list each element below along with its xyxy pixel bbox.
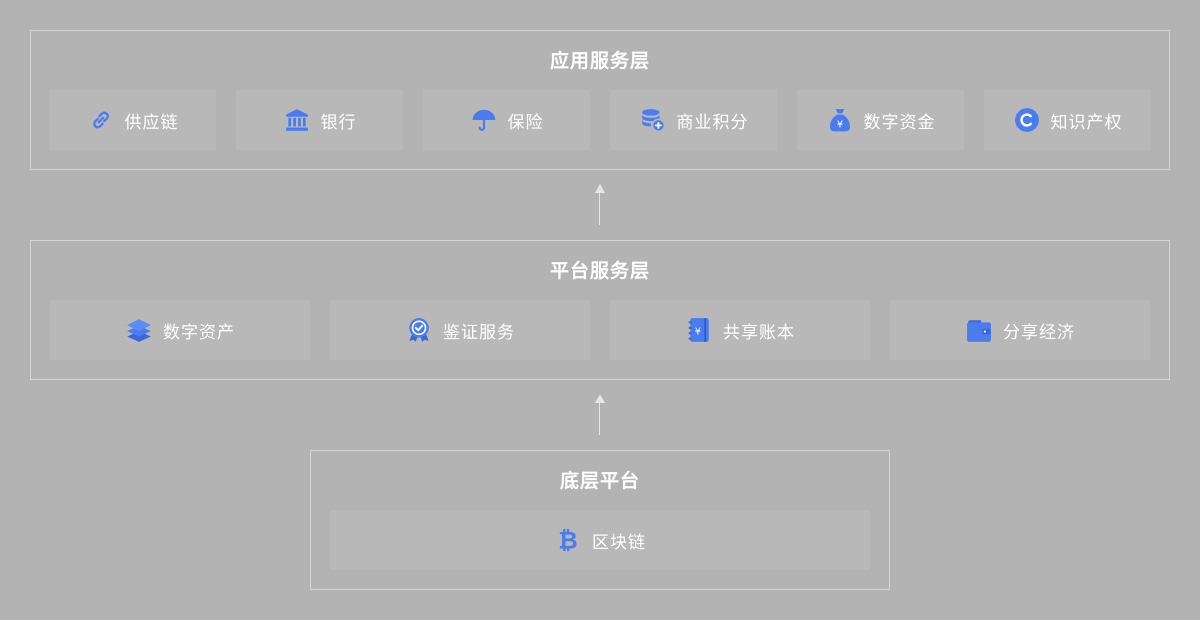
layer-title: 平台服务层 [549, 260, 650, 282]
bitcoin-icon: ₿ [554, 526, 582, 554]
base-layer: 底层平台 ₿ 区块链 [310, 450, 890, 590]
card-digital-funds[interactable]: ¥ 数字资金 [797, 90, 964, 150]
copyright-icon [1013, 106, 1041, 134]
card-commercial-points[interactable]: 商业积分 [610, 90, 777, 150]
card-verification-service[interactable]: 鉴证服务 [330, 300, 590, 360]
card-label: 供应链 [124, 112, 179, 133]
layer-title: 应用服务层 [549, 50, 650, 72]
card-label: 银行 [320, 112, 357, 133]
layer-title: 底层平台 [559, 470, 640, 492]
certificate-icon [405, 316, 433, 344]
card-label: 区块链 [592, 532, 646, 553]
money-bag-icon: ¥ [826, 106, 854, 134]
card-label: 分享经济 [1003, 322, 1075, 343]
wallet-icon [965, 316, 993, 344]
card-label: 鉴证服务 [443, 322, 515, 343]
svg-text:¥: ¥ [695, 326, 701, 337]
card-insurance[interactable]: 保险 [423, 90, 590, 150]
card-label: 数字资产 [163, 322, 235, 343]
card-sharing-economy[interactable]: 分享经济 [890, 300, 1150, 360]
coin-stack-icon [639, 106, 667, 134]
card-supply-chain[interactable]: 供应链 [49, 90, 216, 150]
card-label: 知识产权 [1050, 112, 1123, 133]
application-layer: 应用服务层 供应链 [30, 30, 1170, 170]
card-label: 商业积分 [676, 112, 749, 133]
svg-text:¥: ¥ [836, 120, 842, 131]
svg-text:₿: ₿ [558, 527, 577, 553]
link-icon [87, 106, 115, 134]
bank-icon [283, 106, 311, 134]
card-shared-ledger[interactable]: ¥ 共享账本 [610, 300, 870, 360]
card-bank[interactable]: 银行 [236, 90, 403, 150]
card-label: 保险 [507, 112, 544, 133]
platform-layer: 平台服务层 数字资产 鉴证服务 [30, 240, 1170, 380]
card-label: 共享账本 [723, 322, 795, 343]
card-digital-assets[interactable]: 数字资产 [50, 300, 310, 360]
umbrella-icon [470, 106, 498, 134]
card-intellectual-property[interactable]: 知识产权 [984, 90, 1151, 150]
card-blockchain[interactable]: ₿ 区块链 [330, 510, 870, 570]
layers-icon [125, 316, 153, 344]
ledger-icon: ¥ [685, 316, 713, 344]
card-label: 数字资金 [863, 112, 936, 133]
